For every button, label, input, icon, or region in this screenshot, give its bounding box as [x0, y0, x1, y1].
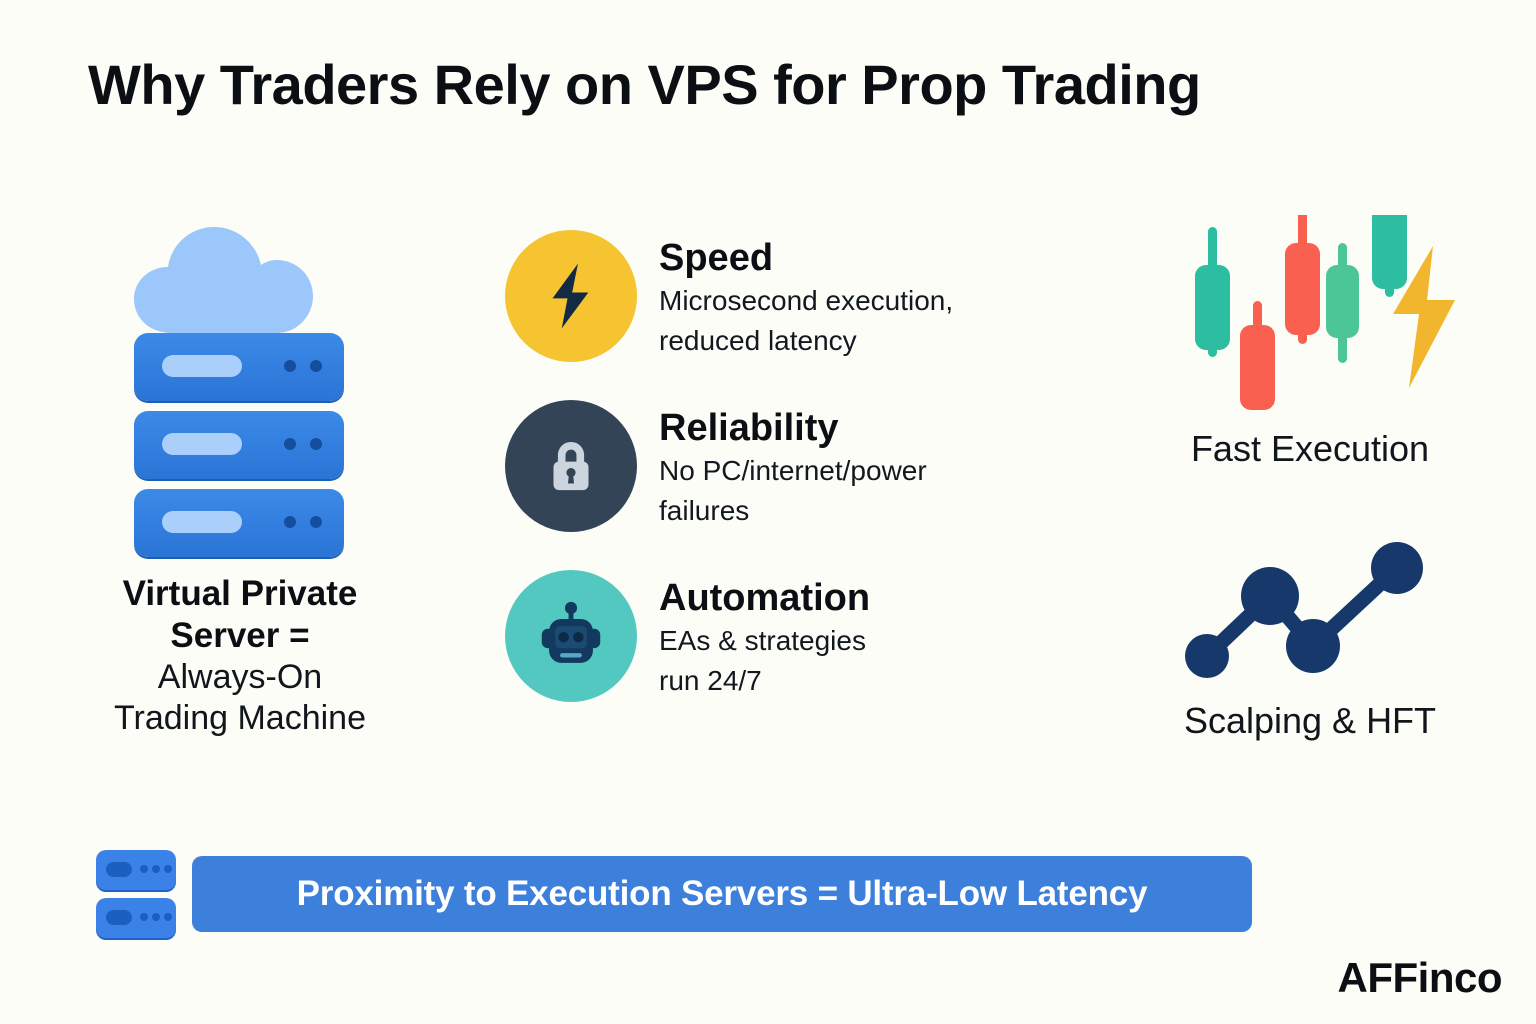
server-rack-unit	[134, 333, 344, 401]
scalping-hft-caption: Scalping & HFT	[1183, 700, 1437, 741]
vps-definition-block: Virtual Private Server = Always-On Tradi…	[30, 215, 450, 739]
fast-execution-caption: Fast Execution	[1190, 428, 1430, 469]
feature-desc-line2: reduced latency	[659, 324, 857, 356]
vps-caption: Virtual Private Server = Always-On Tradi…	[114, 573, 366, 739]
feature-item-automation: Automation EAs & strategies run 24/7	[505, 570, 1105, 702]
feature-desc-line1: EAs & strategies	[659, 625, 866, 657]
scalping-hft-block: Scalping & HFT	[1110, 538, 1510, 742]
cloud-server-icon	[120, 215, 360, 557]
mini-rack-dot	[164, 865, 172, 873]
feature-desc-line2: failures	[659, 494, 750, 526]
candlestick-chart-icon	[1110, 215, 1510, 410]
mini-rack-led-bar	[106, 862, 132, 877]
automation-badge	[505, 570, 637, 702]
line-chart-marker	[1185, 634, 1229, 678]
brand-logo: AFFinco	[1337, 954, 1503, 1001]
feature-title: Automation	[659, 577, 871, 619]
page-title: Why Traders Rely on VPS for Prop Trading	[88, 53, 1201, 116]
vps-caption-light-line1: Always-On	[157, 658, 323, 696]
rack-indicator-dot	[310, 516, 322, 528]
line-chart-marker	[1286, 619, 1340, 673]
feature-item-reliability: Reliability No PC/internet/power failure…	[505, 400, 1105, 532]
candlestick-svg	[1195, 215, 1407, 410]
lightning-bolt-icon	[1393, 246, 1455, 388]
vps-caption-light-line2: Trading Machine	[114, 698, 366, 737]
feature-text-reliability: Reliability No PC/internet/power failure…	[659, 400, 927, 531]
reliability-badge	[505, 400, 637, 532]
line-chart-icon	[1110, 538, 1510, 678]
rack-indicator-dot	[284, 360, 296, 372]
fast-execution-block: Fast Execution	[1110, 215, 1510, 470]
server-rack-icon	[92, 848, 180, 940]
vps-caption-bold-line1: Virtual Private	[122, 574, 358, 613]
lock-icon	[553, 441, 589, 491]
feature-desc-line2: run 24/7	[659, 664, 762, 696]
server-rack-unit	[134, 411, 344, 479]
feature-item-speed: Speed Microsecond execution, reduced lat…	[505, 230, 1105, 362]
feature-text-speed: Speed Microsecond execution, reduced lat…	[659, 230, 953, 361]
rack-indicator-dot	[284, 438, 296, 450]
cloud-icon	[134, 227, 313, 333]
feature-title: Reliability	[659, 407, 839, 449]
feature-text-automation: Automation EAs & strategies run 24/7	[659, 570, 870, 701]
mini-rack-led-bar	[106, 910, 132, 925]
rack-indicator-dot	[310, 360, 322, 372]
mini-rack-dot	[152, 865, 160, 873]
feature-desc-line1: Microsecond execution,	[659, 285, 954, 317]
rack-indicator-dot	[310, 438, 322, 450]
feature-list: Speed Microsecond execution, reduced lat…	[505, 230, 1105, 740]
line-chart-marker	[1371, 542, 1423, 594]
mini-rack-dot	[140, 865, 148, 873]
latency-banner: Proximity to Execution Servers = Ultra-L…	[192, 856, 1252, 932]
speed-badge	[505, 230, 637, 362]
feature-title: Speed	[659, 237, 774, 279]
right-illustrations: Fast Execution Scalping & HFT	[1110, 215, 1510, 742]
latency-banner-row: Proximity to Execution Servers = Ultra-L…	[92, 848, 1252, 940]
mini-rack-unit	[96, 898, 176, 938]
rack-led-bar	[162, 355, 242, 377]
lightning-bolt-icon	[552, 263, 589, 329]
robot-icon	[541, 601, 601, 663]
mini-rack-dot	[152, 913, 160, 921]
latency-banner-text: Proximity to Execution Servers = Ultra-L…	[296, 874, 1148, 913]
line-chart-marker	[1241, 567, 1299, 625]
rack-indicator-dot	[284, 516, 296, 528]
rack-led-bar	[162, 433, 242, 455]
mini-rack-dot	[140, 913, 148, 921]
line-chart-svg	[1185, 542, 1423, 678]
mini-rack-dot	[164, 913, 172, 921]
feature-desc-line1: No PC/internet/power	[659, 455, 927, 487]
vps-caption-bold-line2: Server =	[170, 616, 310, 655]
mini-rack-unit	[96, 850, 176, 890]
server-rack-unit	[134, 489, 344, 557]
rack-led-bar	[162, 511, 242, 533]
